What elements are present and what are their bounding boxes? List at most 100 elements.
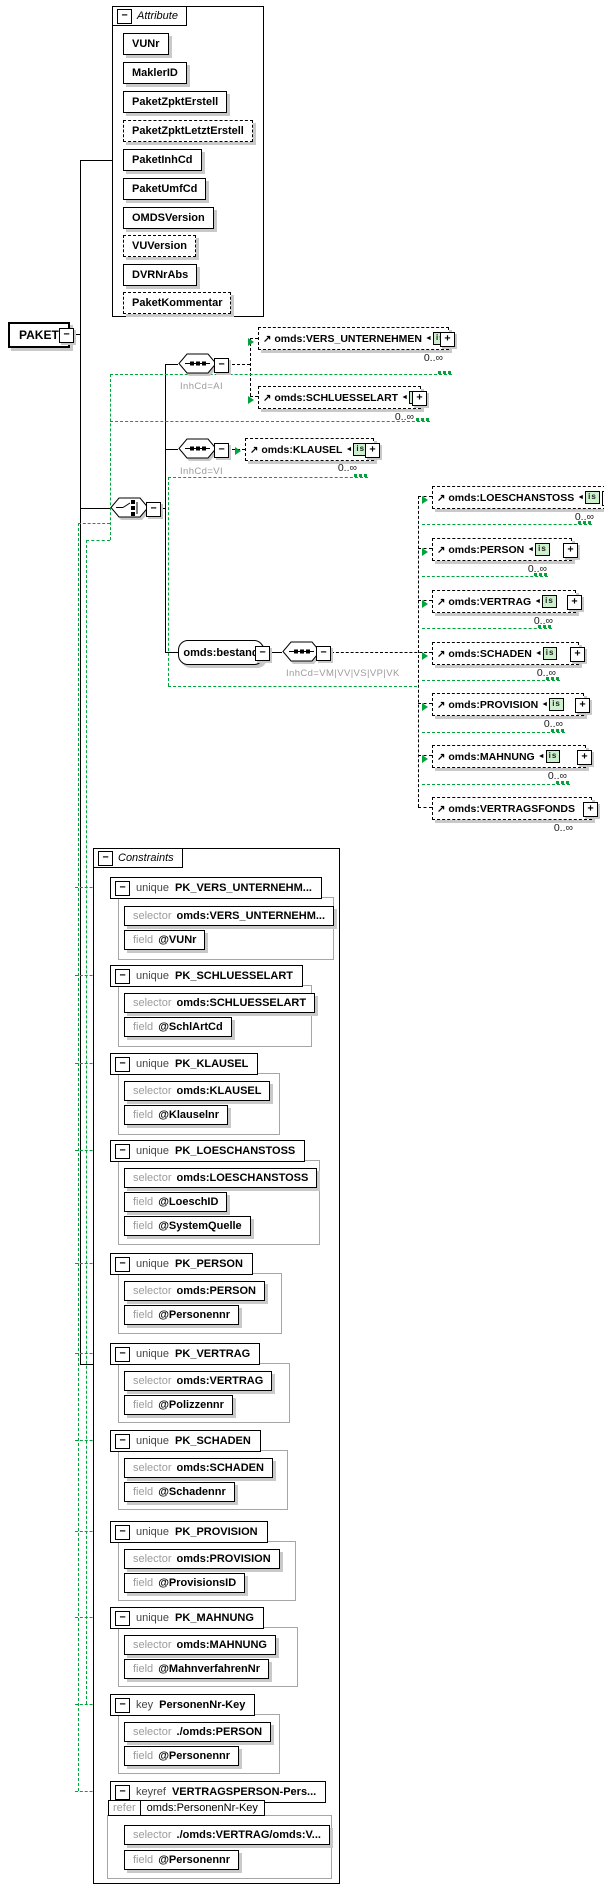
global-ref-icon: ↗ [263,393,272,404]
collapse-icon[interactable]: − [214,443,229,458]
attribute-maklerid[interactable]: MaklerID [123,62,187,84]
root-element-paket[interactable]: PAKET [8,322,70,348]
sequence-icon[interactable] [178,352,219,379]
attribute-vuversion[interactable]: VUVersion [123,235,197,257]
constraint-field[interactable]: field @ProvisionsID [124,1573,246,1593]
collapse-icon[interactable]: − [214,358,229,373]
element-klausel[interactable]: ↗ omds:KLAUSEL ◄is + [245,438,380,461]
element-vertragsfonds[interactable]: ↗ omds:VERTRAGSFONDS + [432,797,598,820]
element-vertrag[interactable]: ↗ omds:VERTRAG ◄is + [432,590,582,613]
constraint-pk-vertrag[interactable]: − unique PK_VERTRAG [110,1343,261,1365]
attribute-dvrnrabs[interactable]: DVRNrAbs [123,264,198,286]
collapse-icon[interactable]: − [115,1524,130,1540]
constraint-selector[interactable]: selector omds:VERS_UNTERNEHM... [124,906,335,926]
constraint-selector[interactable]: selector omds:MAHNUNG [124,1635,276,1655]
element-provision[interactable]: ↗ omds:PROVISION ◄is + [432,693,590,716]
constraint-field[interactable]: field @Personennr [124,1850,240,1870]
collapse-icon[interactable]: − [146,502,161,517]
constraint-selector[interactable]: selector ./omds:VERTRAG/omds:V... [124,1825,330,1845]
collapse-icon[interactable]: − [59,328,74,343]
expand-icon[interactable]: + [577,749,592,765]
attribute-paketumfcd[interactable]: PaketUmfCd [123,178,207,200]
constraint-pk-provision[interactable]: − unique PK_PROVISION [110,1521,268,1543]
constraint-kind: unique [136,1145,170,1157]
identity-constraint-badge: ◄is [577,491,600,504]
collapse-icon[interactable]: − [255,646,270,661]
collapse-icon[interactable]: − [115,1433,130,1449]
element-loeschanstoss[interactable]: ↗ omds:LOESCHANSTOSS ◄is + [432,486,604,509]
collapse-icon[interactable]: − [115,968,130,984]
expand-icon[interactable]: + [567,594,582,610]
expand-icon[interactable]: + [583,801,598,817]
collapse-icon[interactable]: − [115,880,130,896]
refer-value: omds:PersonenNr-Key [140,1800,265,1816]
constraint-pk-loeschanstoss[interactable]: − unique PK_LOESCHANSTOSS [110,1140,306,1162]
collapse-icon[interactable]: − [115,1784,130,1800]
expand-icon[interactable]: + [440,331,455,347]
collapse-icon[interactable]: − [115,1346,130,1362]
constraint-pk-person[interactable]: − unique PK_PERSON [110,1253,253,1275]
constraint-selector[interactable]: selector ./omds:PERSON [124,1722,272,1742]
collapse-icon[interactable]: − [115,1143,130,1159]
constraint-selector[interactable]: selector omds:LOESCHANSTOSS [124,1168,318,1188]
element-mahnung[interactable]: ↗ omds:MAHNUNG ◄is + [432,745,592,768]
constraint-field[interactable]: field @Schadennr [124,1482,235,1502]
connector-dashed [250,338,258,339]
collapse-icon[interactable]: − [115,1056,130,1072]
constraint-personennr-key[interactable]: − key PersonenNr-Key [110,1694,256,1716]
element-vers-unternehmen[interactable]: ↗ omds:VERS_UNTERNEHMEN ◄is + [258,327,455,350]
attribute-paketinhcd[interactable]: PaketInhCd [123,149,202,171]
collapse-icon[interactable]: − [117,8,132,24]
constraint-field[interactable]: field @Polizzennr [124,1395,233,1415]
collapse-icon[interactable]: − [115,1610,130,1626]
constraint-selector[interactable]: selector omds:PERSON [124,1281,265,1301]
constraint-pk-schaden[interactable]: − unique PK_SCHADEN [110,1430,261,1452]
constraint-selector[interactable]: selector omds:KLAUSEL [124,1081,271,1101]
expand-icon[interactable]: + [602,490,604,506]
element-schaden[interactable]: ↗ omds:SCHADEN ◄is + [432,642,585,665]
constraint-arrow-icon [248,396,254,404]
constraint-line [78,523,79,1791]
occurrence-label: 0..∞ [423,352,443,364]
expand-icon[interactable]: + [570,646,585,662]
constraint-line [110,374,452,375]
constraint-field[interactable]: field @MahnverfahrenNr [124,1659,269,1679]
constraint-selector[interactable]: selector omds:SCHADEN [124,1458,273,1478]
constraint-field[interactable]: field @Personennr [124,1305,240,1325]
collapse-icon[interactable]: − [115,1697,130,1713]
constraint-pk-mahnung[interactable]: − unique PK_MAHNUNG [110,1607,264,1629]
attribute-omdsversion[interactable]: OMDSVersion [123,207,214,229]
collapse-icon[interactable]: − [316,646,331,661]
sequence-icon[interactable] [178,437,219,464]
constraint-field[interactable]: field @Personennr [124,1746,240,1766]
collapse-icon[interactable]: − [98,850,113,866]
constraint-field[interactable]: field @SchlArtCd [124,1017,232,1037]
constraint-selector[interactable]: selector omds:SCHLUESSELART [124,993,316,1013]
constraint-field[interactable]: field @SystemQuelle [124,1216,251,1236]
element-schluesselart[interactable]: ↗ omds:SCHLUESSELART ◄is + [258,386,427,409]
attribute-paketzpktletzterstell[interactable]: PaketZpktLetztErstell [123,120,253,142]
attribute-paketkommentar[interactable]: PaketKommentar [123,292,232,314]
constraint-field[interactable]: field @VUNr [124,930,206,950]
attribute-paketzpkterstell[interactable]: PaketZpktErstell [123,91,228,113]
choice-icon[interactable] [110,496,151,523]
constraint-field[interactable]: field @Klauselnr [124,1105,229,1125]
collapse-icon[interactable]: − [115,1256,130,1272]
constraints-panel-tab[interactable]: − Constraints [93,848,183,868]
element-bestand[interactable]: omds:bestand [178,640,264,665]
constraint-field[interactable]: field @LoeschID [124,1192,228,1212]
attribute-vunr[interactable]: VUNr [123,33,169,55]
expand-icon[interactable]: + [575,697,590,713]
constraint-pk-schluesselart[interactable]: − unique PK_SCHLUESSELART [110,965,304,987]
constraint-vertragsperson-keyref[interactable]: − keyref VERTRAGSPERSON-Pers... [110,1781,327,1803]
sequence-icon[interactable] [282,640,323,667]
constraint-selector[interactable]: selector omds:PROVISION [124,1549,280,1569]
constraint-pk-klausel[interactable]: − unique PK_KLAUSEL [110,1053,259,1075]
expand-icon[interactable]: + [563,542,578,558]
element-person[interactable]: ↗ omds:PERSON ◄is + [432,538,578,561]
expand-icon[interactable]: + [365,442,380,458]
attributes-panel-tab[interactable]: − Attribute [112,6,187,26]
expand-icon[interactable]: + [412,390,427,406]
constraint-selector[interactable]: selector omds:VERTRAG [124,1371,273,1391]
constraint-pk-vers-unternehmen[interactable]: − unique PK_VERS_UNTERNEHM... [110,877,322,899]
